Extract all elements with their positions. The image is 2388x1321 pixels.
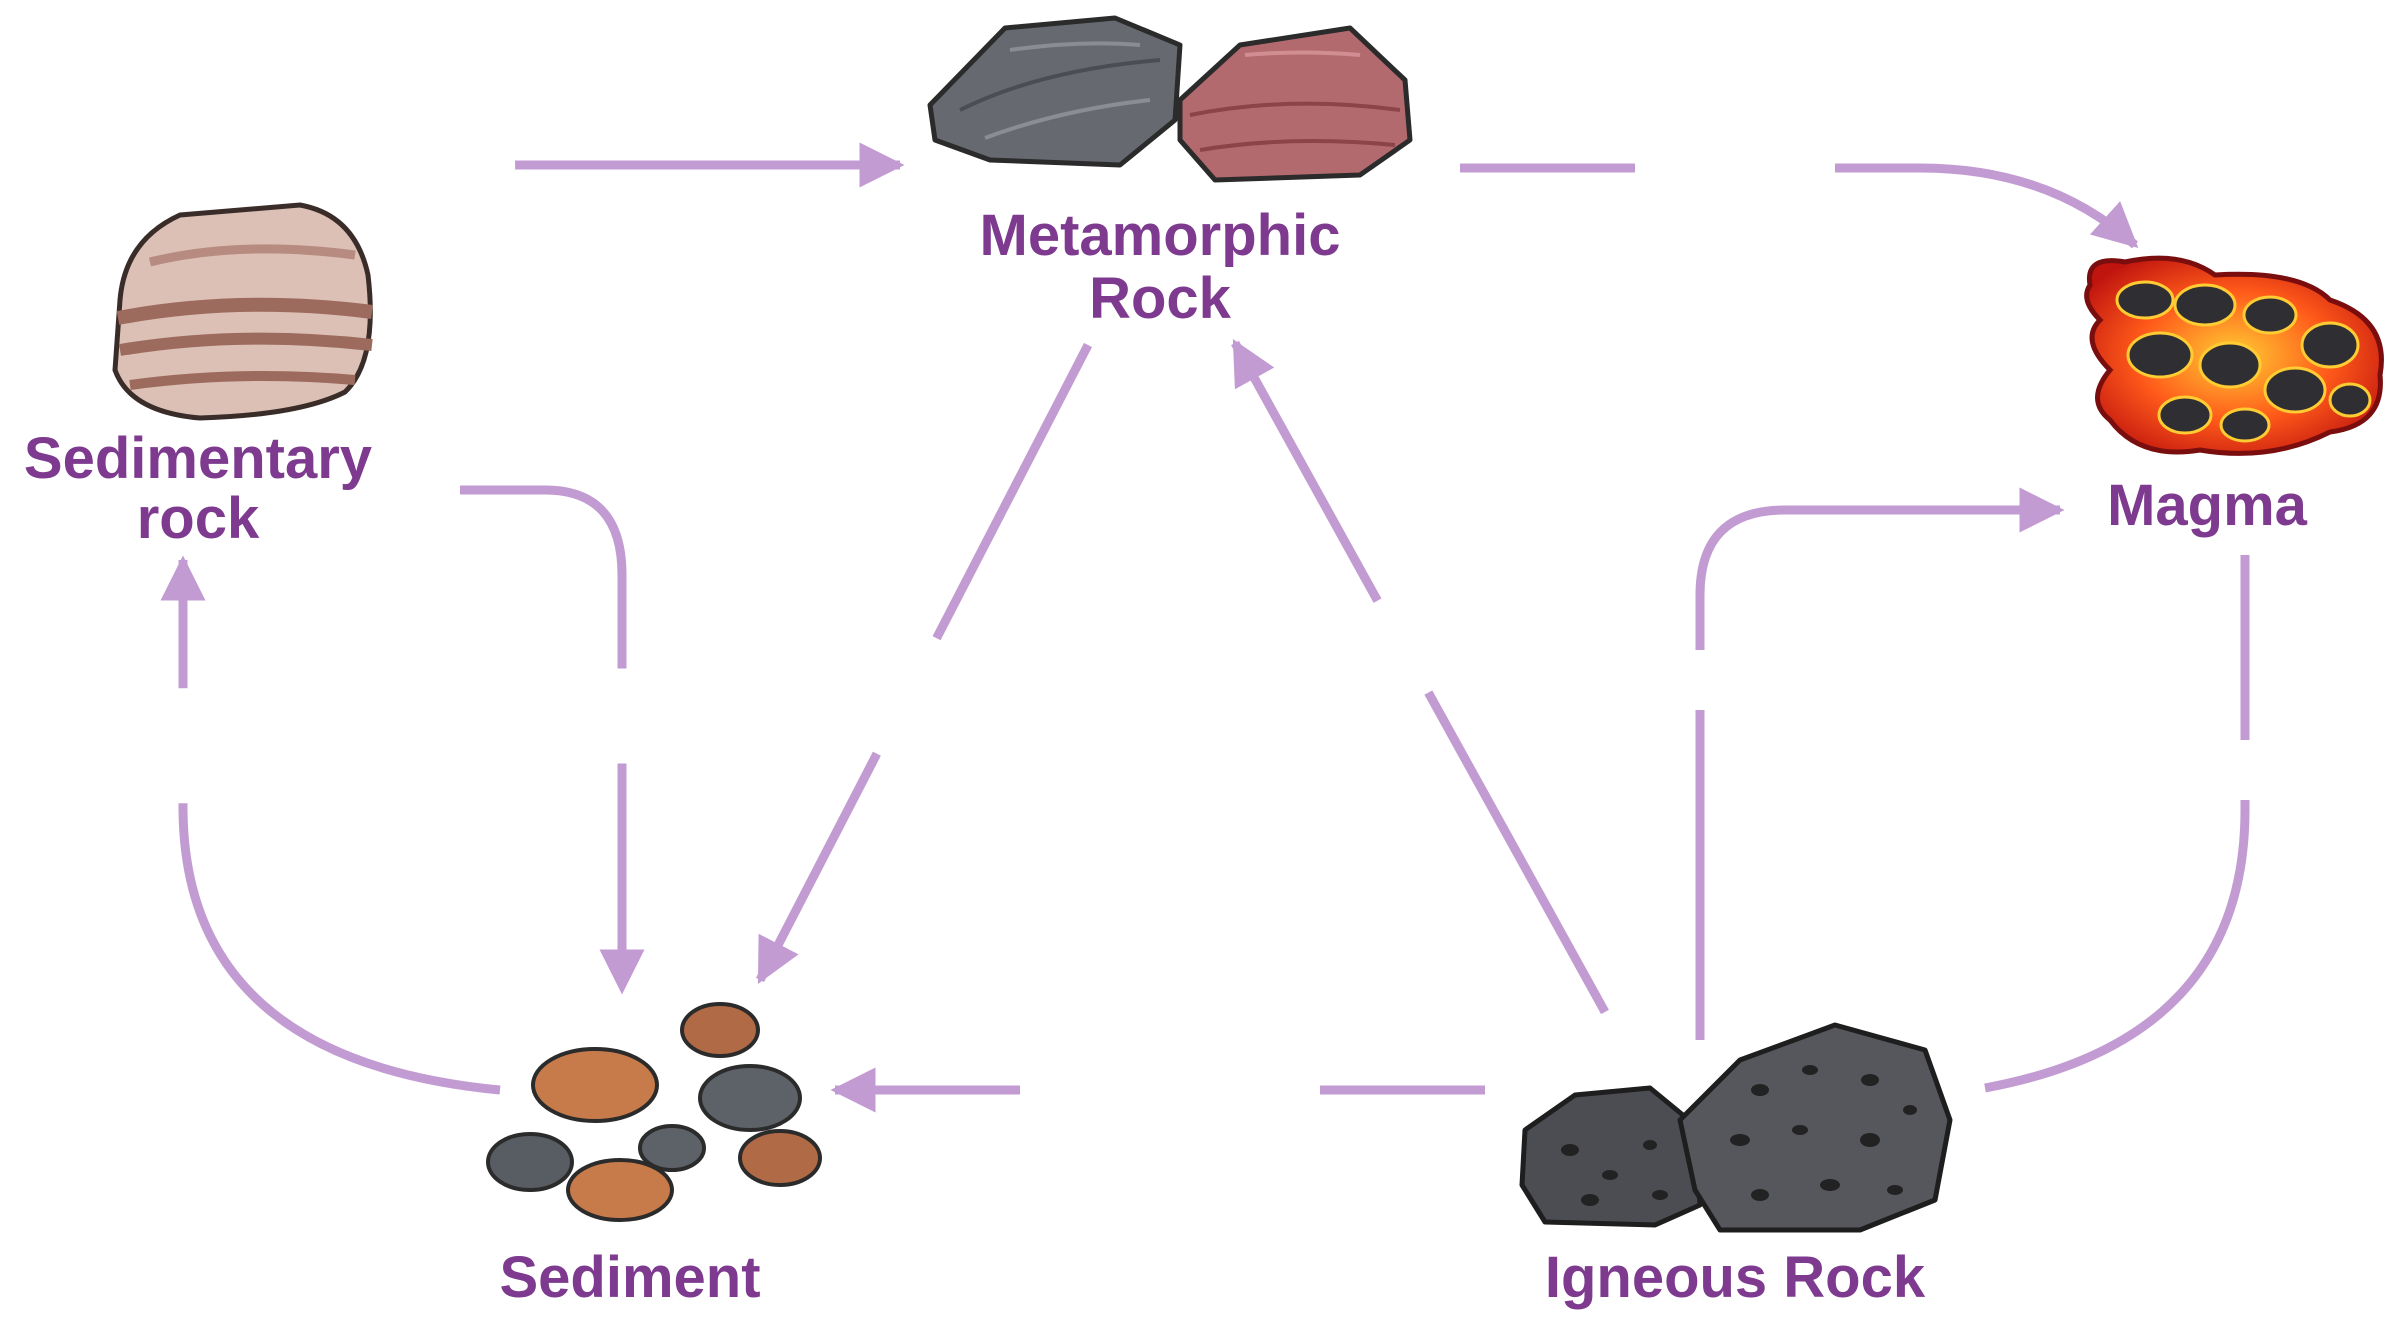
- igneous-label: Igneous Rock: [1545, 1245, 1926, 1310]
- metamorphic-rock-icon: [927, 15, 1413, 183]
- sediment-label: Sediment: [499, 1245, 760, 1310]
- magma-label: Magma: [2107, 473, 2308, 538]
- magma-icon: [2084, 255, 2384, 456]
- sediment-pebbles-icon: [486, 1002, 822, 1222]
- arrow-sedimentary-to-metamorphic: [358, 142, 905, 205]
- metamorphic-label-line1: Metamorphic: [980, 203, 1341, 268]
- arrow-sedimentary-to-sediment: [460, 485, 645, 995]
- arrow-metamorphic-to-magma: [1460, 163, 2139, 249]
- sedimentary-label-line1: Sedimentary: [24, 426, 372, 491]
- sedimentary-label-line2: rock: [137, 486, 260, 551]
- arrow-metamorphic-to-sediment: [756, 342, 1092, 984]
- igneous-rock-icon: [1519, 1022, 1953, 1233]
- arrow-sediment-to-sedimentary: [160, 555, 501, 1095]
- arrow-igneous-to-metamorphic: [1231, 339, 1609, 1015]
- arrow-magma-to-igneous: [1984, 555, 2250, 1093]
- sedimentary-rock-icon: [112, 202, 373, 421]
- arrow-igneous-to-magma: [1695, 487, 2065, 1040]
- metamorphic-label-line2: Rock: [1089, 266, 1232, 331]
